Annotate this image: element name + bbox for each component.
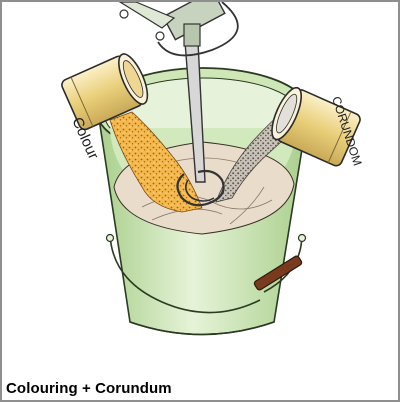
caption: Colouring + Corundum bbox=[6, 380, 172, 397]
